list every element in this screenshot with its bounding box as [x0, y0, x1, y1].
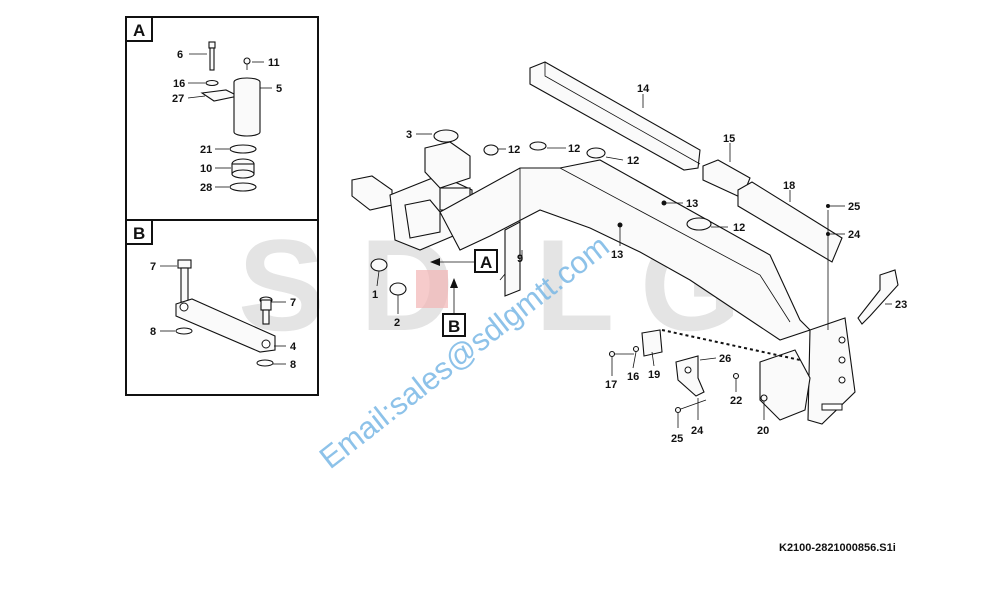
label-12c: 12: [627, 155, 639, 167]
label-22: 22: [730, 395, 742, 407]
detail-box-a-title: A: [133, 21, 145, 40]
label-24b: 24: [691, 425, 704, 437]
label-27: 27: [172, 93, 184, 105]
label-12d: 12: [733, 222, 745, 234]
label-7b: 7: [290, 297, 296, 309]
detail-box-a: A 6 11 16 5 27 21 10 28: [125, 16, 319, 221]
detail-box-b: B 7 7 8 4 8: [125, 219, 319, 396]
label-9: 9: [517, 253, 523, 265]
label-20: 20: [757, 425, 769, 437]
label-25a: 25: [848, 201, 860, 213]
label-10: 10: [200, 163, 212, 175]
watermark-letter-l: L: [535, 212, 614, 358]
label-4: 4: [290, 341, 297, 353]
detail-box-b-title: B: [133, 224, 145, 243]
label-13a: 13: [686, 198, 698, 210]
callout-a-label: A: [480, 253, 492, 272]
label-12a: 12: [508, 144, 520, 156]
label-13b: 13: [611, 249, 623, 261]
label-7a: 7: [150, 261, 156, 273]
label-28: 28: [200, 182, 212, 194]
main-labels: 3 12 12 12 14 15 18 13 13 12 25 24 23 9 …: [372, 83, 907, 445]
label-11: 11: [268, 57, 280, 69]
label-23: 23: [895, 299, 907, 311]
label-14: 14: [637, 83, 650, 95]
label-8a: 8: [150, 326, 156, 338]
label-18: 18: [783, 180, 795, 192]
label-24a: 24: [848, 229, 861, 241]
callout-a: A: [430, 249, 498, 273]
label-15: 15: [723, 133, 735, 145]
label-3: 3: [406, 129, 412, 141]
label-16: 16: [173, 78, 185, 90]
label-25b: 25: [671, 433, 683, 445]
label-21: 21: [200, 144, 212, 156]
label-1: 1: [372, 289, 378, 301]
label-8b: 8: [290, 359, 296, 371]
callout-b-label: B: [448, 317, 460, 336]
label-5: 5: [276, 83, 282, 95]
callout-b: B: [442, 278, 466, 337]
label-12b: 12: [568, 143, 580, 155]
label-2: 2: [394, 317, 400, 329]
label-26: 26: [719, 353, 731, 365]
frame-assembly: [351, 61, 899, 425]
watermark-accent-square: [416, 270, 448, 308]
label-16: 16: [627, 371, 639, 383]
main-leaders: [376, 94, 892, 428]
drawing-code: K2100-2821000856.S1i: [779, 542, 896, 554]
label-6: 6: [177, 49, 183, 61]
label-19: 19: [648, 369, 660, 381]
label-17: 17: [605, 379, 617, 391]
